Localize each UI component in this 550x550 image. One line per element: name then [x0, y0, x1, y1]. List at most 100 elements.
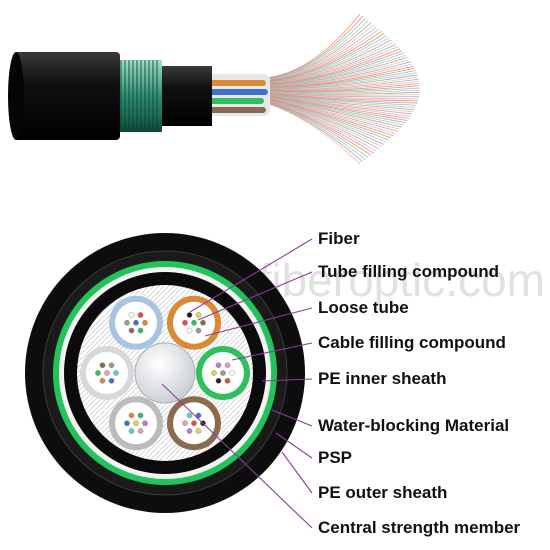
loose-tube [109, 295, 163, 350]
fiber-strand [261, 61, 411, 87]
leader-line [161, 383, 313, 529]
fiber-dot [195, 327, 202, 334]
loose-tube [167, 295, 221, 350]
fiber-strand [261, 65, 414, 88]
cable-side-view [8, 13, 421, 165]
armor-ribs [120, 60, 158, 132]
fiber-fan [261, 13, 421, 165]
fiber-strand [261, 33, 385, 82]
fiber-strand [261, 22, 372, 80]
fiber-strand [261, 101, 361, 165]
fiber-strand [261, 78, 419, 91]
central-strength-member [134, 342, 196, 404]
fiber-strand [261, 18, 366, 80]
fiber-dot [133, 319, 139, 326]
fiber-strand [261, 20, 369, 80]
fiber-strand [261, 41, 394, 83]
fiber-strand [261, 26, 377, 81]
fiber-dot [229, 370, 235, 376]
fiber-dot [142, 420, 148, 427]
leader-line [231, 342, 313, 361]
label-fiber: Fiber [318, 229, 360, 248]
label-central-strength-member: Central strength member [318, 518, 521, 537]
fiber-dot [124, 319, 130, 326]
fiber-dot [195, 412, 202, 419]
label-pe-outer-sheath: PE outer sheath [318, 483, 447, 502]
fiber-dot [215, 362, 222, 369]
fiber-strand [261, 59, 410, 87]
leader-line [271, 409, 313, 427]
fiber-dot [200, 319, 206, 326]
loose-tube [167, 396, 221, 451]
fiber-dot [186, 412, 193, 419]
fiber-strand [261, 70, 416, 89]
fiber-dot [220, 370, 226, 376]
fiber-strand [261, 48, 401, 85]
leader-lines [161, 238, 313, 529]
fiber-strand [261, 24, 374, 81]
fiber-dot [108, 377, 115, 384]
fiber-dot [99, 362, 106, 369]
fiber-strand [261, 52, 405, 85]
label-cable-filling-compound: Cable filling compound [318, 333, 506, 352]
fiber-dot [137, 428, 144, 434]
fiber-strand [261, 67, 415, 88]
fiber-strand [261, 54, 406, 86]
fiber-dot [99, 377, 106, 384]
label-loose-tube: Loose tube [318, 298, 409, 317]
fiber-strand [261, 80, 420, 91]
fiber-dot [211, 370, 217, 376]
label-water-blocking-material: Water-blocking Material [318, 416, 509, 435]
fiber-dot [124, 420, 130, 427]
leader-line [275, 432, 313, 459]
label-pe-inner-sheath: PE inner sheath [318, 369, 446, 388]
fiber-strand [261, 15, 364, 79]
fiber-dot [195, 428, 202, 434]
fiber-dot [186, 428, 193, 434]
fiber-dot [215, 377, 222, 384]
outer-jacket-side [14, 52, 120, 140]
fiber-strand [261, 50, 403, 85]
leader-line [261, 378, 313, 382]
fiber-dot [104, 370, 110, 376]
fiber-dot [224, 362, 231, 369]
loose-tube [80, 346, 134, 400]
fiber-dot [186, 312, 193, 318]
fiber-dot [182, 420, 188, 427]
fiber-dot [128, 412, 135, 419]
fiber-dot [128, 327, 135, 334]
fiber-dot [133, 420, 139, 427]
fiber-dot [195, 312, 202, 318]
fiber-strand [261, 31, 382, 82]
fiber-dot [191, 420, 197, 427]
fiber-strand [261, 72, 417, 89]
fiber-strand [261, 63, 413, 87]
fiber-dot [137, 327, 144, 334]
fiber-strand [261, 57, 408, 86]
fiber-dot [113, 370, 119, 376]
fiber-strand [261, 39, 392, 83]
fiber-strand [261, 13, 361, 79]
fiber-dot [128, 312, 135, 318]
cable-cross-section [25, 233, 305, 513]
fiber-dot [95, 370, 101, 376]
label-psp: PSP [318, 448, 352, 467]
fiber-dot [224, 377, 231, 384]
fiber-strand [261, 37, 390, 83]
fiber-strand [261, 74, 418, 90]
fiber-dot [137, 312, 144, 318]
fiber-dot [186, 327, 193, 334]
fiber-strand [261, 46, 399, 84]
fiber-dot [182, 319, 188, 326]
fiber-strand [261, 28, 380, 81]
fiber-strand [261, 76, 419, 90]
fiber-strand [261, 44, 396, 84]
fiber-dot [108, 362, 115, 369]
fiber-dot [128, 428, 135, 434]
loose-tube [196, 346, 250, 400]
fiber-strand [261, 35, 387, 82]
loose-tube [109, 396, 163, 451]
label-tube-filling-compound: Tube filling compound [318, 262, 499, 281]
leader-line [189, 238, 313, 313]
